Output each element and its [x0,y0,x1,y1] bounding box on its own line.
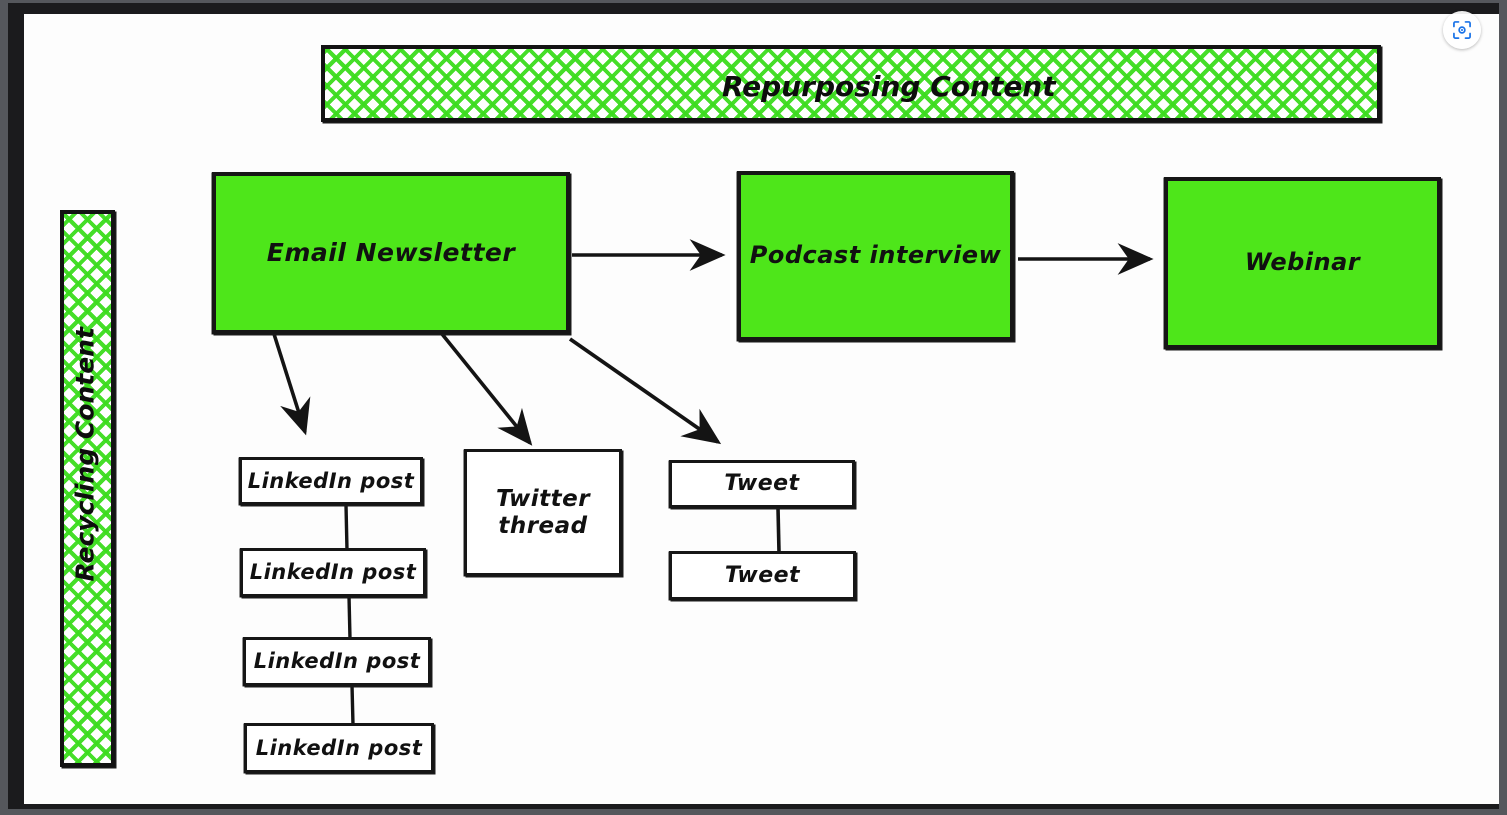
node-podcast-interview[interactable]: Podcast interview [737,171,1014,341]
node-tweet-1[interactable]: Tweet [669,460,855,508]
node-linkedin-post-3-label: LinkedIn post [253,649,421,674]
node-webinar-label: Webinar [1244,248,1361,277]
node-linkedin-post-3[interactable]: LinkedIn post [243,637,431,686]
photo-frame-inner: Repurposing Content Recycling Content Em… [8,3,1499,809]
visual-search-button[interactable] [1443,11,1481,49]
whiteboard-canvas: Repurposing Content Recycling Content Em… [24,14,1499,804]
node-podcast-interview-label: Podcast interview [749,241,1002,270]
repurposing-content-banner [321,45,1381,122]
node-email-newsletter-label: Email Newsletter [266,237,516,267]
lens-search-icon [1453,21,1471,39]
repurposing-content-label: Repurposing Content [722,70,1056,103]
node-email-newsletter[interactable]: Email Newsletter [212,172,570,334]
node-tweet-2[interactable]: Tweet [669,551,856,600]
node-linkedin-post-1[interactable]: LinkedIn post [239,457,423,505]
node-linkedin-post-2-label: LinkedIn post [249,560,417,585]
node-twitter-thread-label-line2: thread [498,512,588,539]
node-tweet-2-label: Tweet [724,562,801,588]
node-webinar[interactable]: Webinar [1164,177,1441,349]
node-linkedin-post-4[interactable]: LinkedIn post [244,723,434,773]
node-twitter-thread-label-line1: Twitter [495,486,591,513]
recycling-content-label: Recycling Content [70,327,100,582]
node-twitter-thread[interactable]: Twitter thread [464,449,622,576]
node-linkedin-post-4-label: LinkedIn post [255,735,423,760]
node-tweet-1-label: Tweet [724,471,800,497]
node-linkedin-post-2[interactable]: LinkedIn post [240,548,426,597]
recycling-content-banner [60,210,115,767]
node-linkedin-post-1-label: LinkedIn post [247,468,415,493]
